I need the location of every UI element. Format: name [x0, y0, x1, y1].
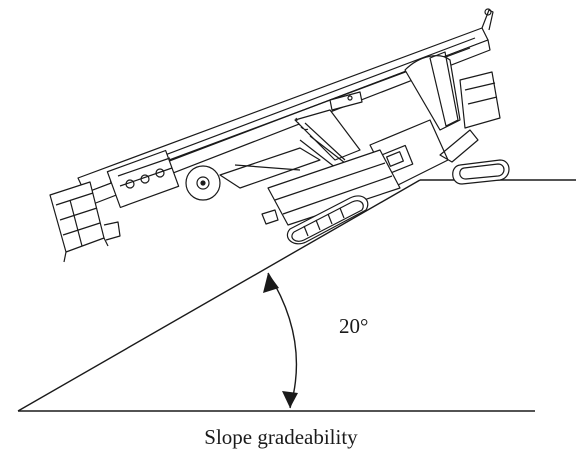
- boom-arm: [77, 8, 494, 207]
- boom-lift-machine: [49, 8, 510, 263]
- boom-end-block: [106, 149, 180, 209]
- crawler-track-rear: [439, 129, 510, 185]
- angle-arc: [267, 272, 298, 409]
- platform-basket: [49, 181, 121, 263]
- crawler-track-main: [286, 195, 369, 245]
- jib-wheel: [185, 165, 221, 201]
- arrowhead-top: [263, 273, 279, 293]
- slope-line: [17, 179, 421, 412]
- arrowhead-bottom: [282, 391, 298, 408]
- chassis: [261, 149, 401, 226]
- angle-indicator: [263, 272, 298, 409]
- angle-label: 20°: [339, 314, 368, 338]
- figure-caption: Slope gradeability: [204, 425, 358, 449]
